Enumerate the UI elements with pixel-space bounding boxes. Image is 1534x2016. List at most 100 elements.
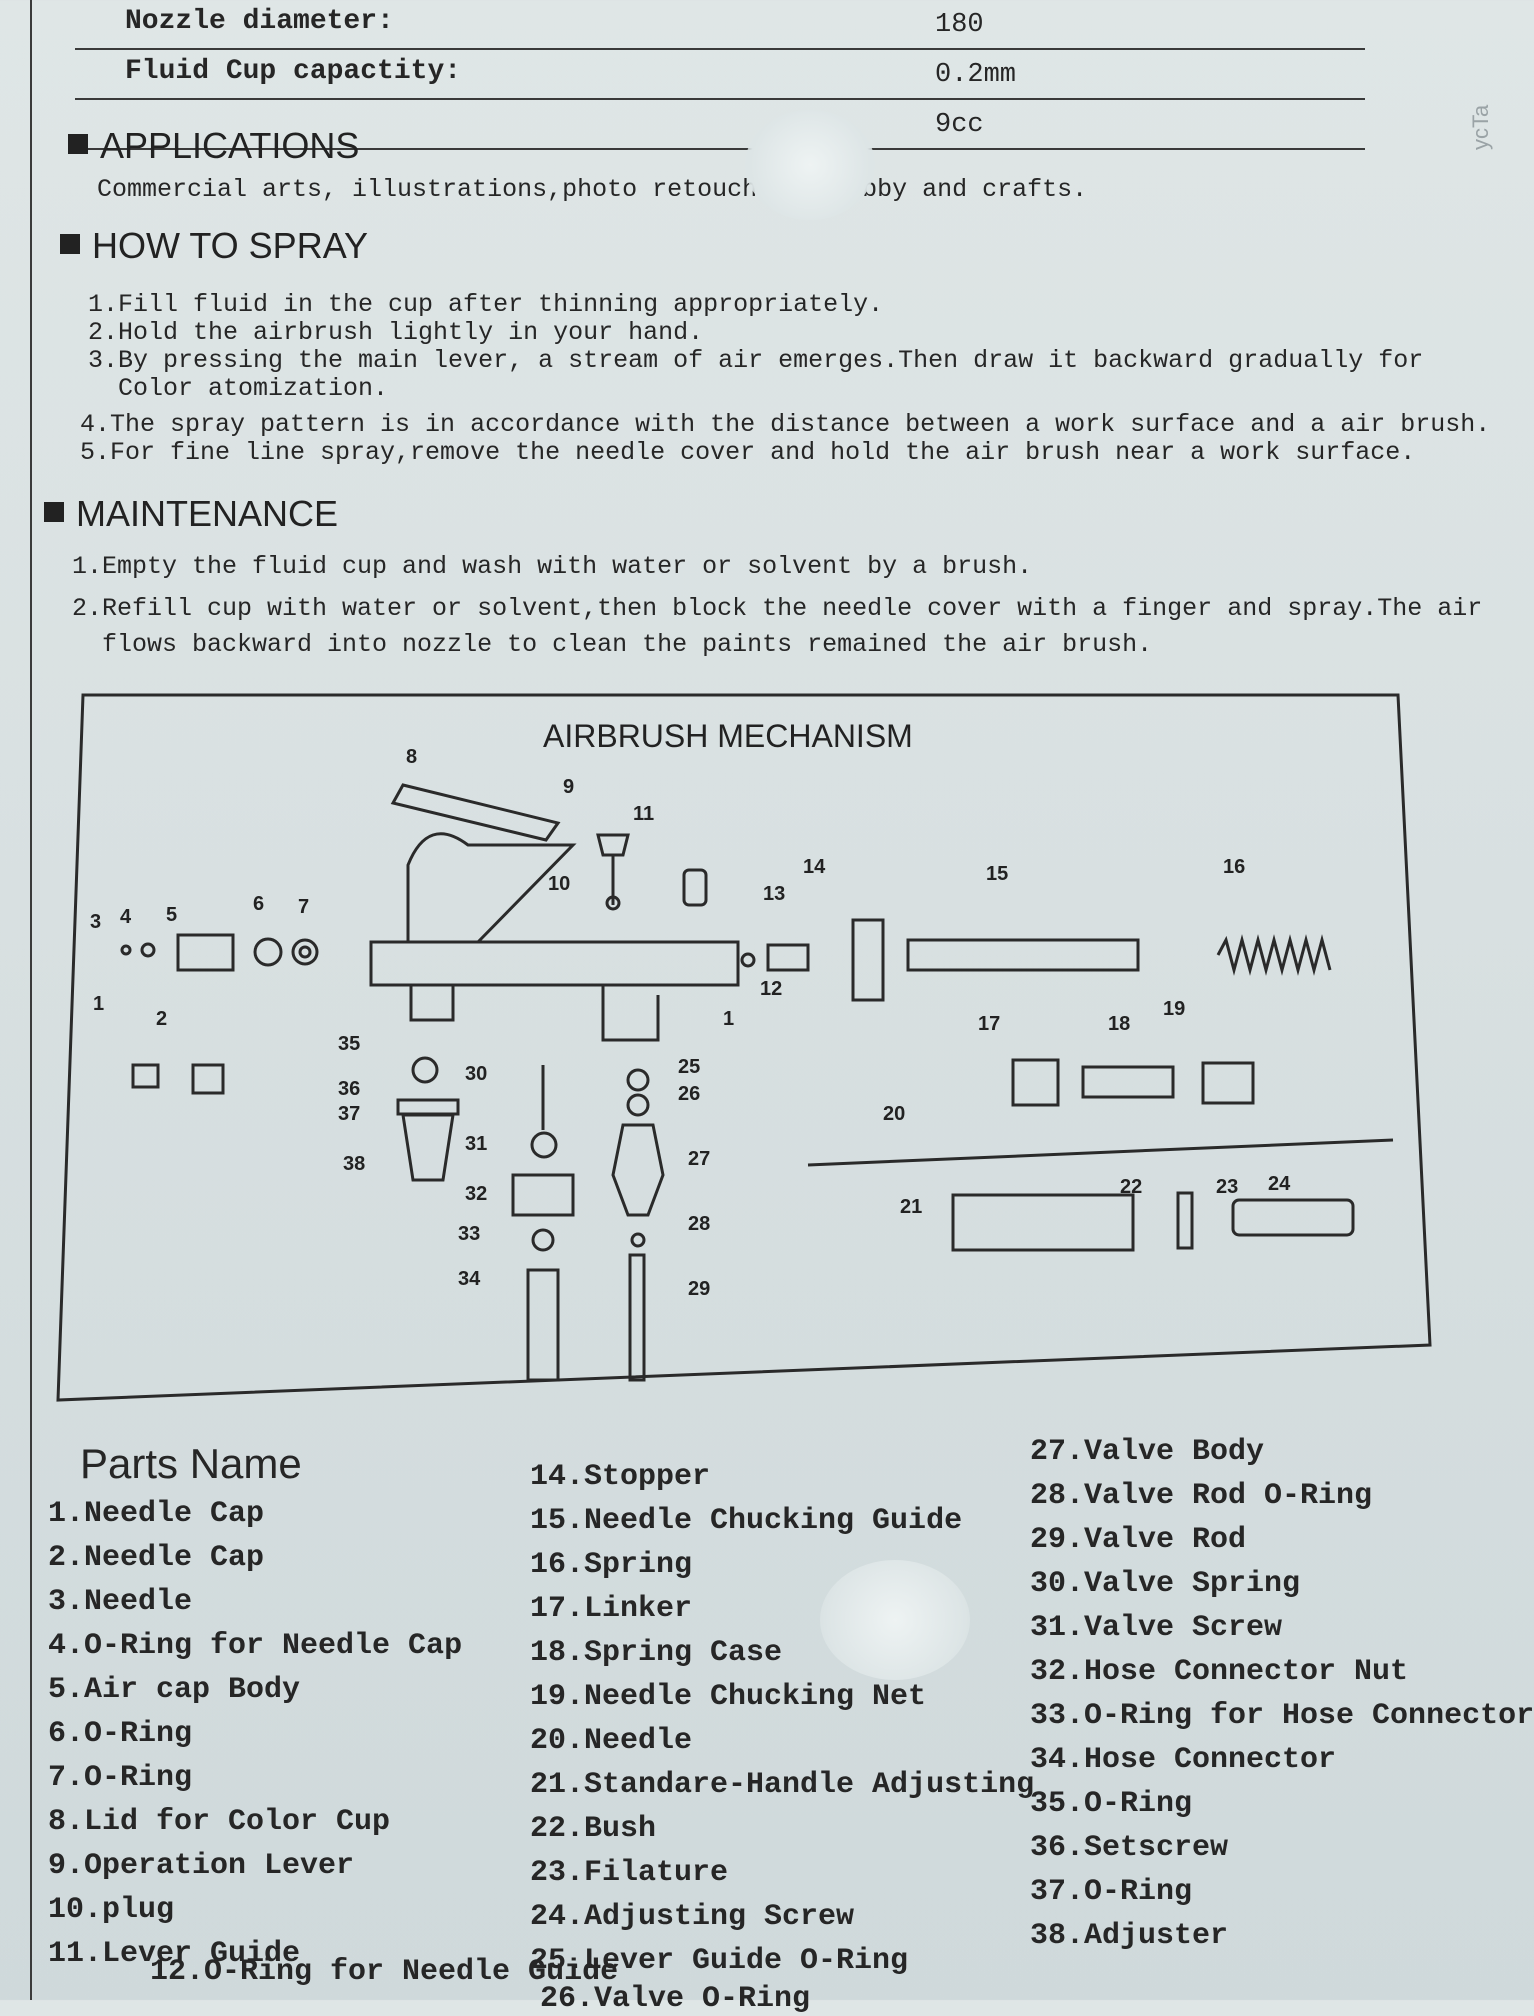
svg-text:31: 31 [465, 1133, 487, 1155]
svg-text:18: 18 [1108, 1013, 1130, 1035]
part-item: 34.Hose Connector [1030, 1743, 1337, 1777]
svg-text:8: 8 [406, 746, 417, 768]
parts-column-3: 27.Valve Body 28.Valve Rod O-Ring 29.Val… [1030, 1435, 1534, 1963]
svg-text:22: 22 [1120, 1176, 1142, 1198]
svg-text:35: 35 [338, 1033, 360, 1055]
how-to-spray-step-3: 3.By pressing the main lever, a stream o… [88, 346, 1424, 375]
part-item: 8.Lid for Color Cup [48, 1805, 391, 1839]
part-item: 6.O-Ring [48, 1717, 193, 1751]
diagram-callouts: 1 2 3 4 5 6 7 8 9 10 11 12 13 14 15 16 1… [90, 746, 1291, 1300]
part-item: 32.Hose Connector Nut [1030, 1655, 1409, 1689]
svg-text:13: 13 [763, 883, 785, 905]
paper-fold-mark [745, 110, 875, 220]
parts-title: Parts Name [80, 1440, 302, 1487]
svg-text:10: 10 [548, 873, 570, 895]
side-note: ycTa [1468, 104, 1493, 150]
spec-row-volume: 9cc [75, 100, 1365, 150]
part-item: 9.Operation Lever [48, 1849, 355, 1883]
maintenance-step-2: 2.Refill cup with water or solvent,then … [72, 594, 1483, 623]
part-item: 36.Setscrew [1030, 1831, 1229, 1865]
part-item: 23.Filature [530, 1856, 729, 1890]
svg-text:25: 25 [678, 1056, 700, 1078]
svg-text:1: 1 [93, 993, 104, 1015]
svg-text:12: 12 [760, 978, 782, 1000]
how-to-spray-step-5: 5.For fine line spray,remove the needle … [80, 438, 1416, 467]
svg-text:38: 38 [343, 1153, 365, 1175]
spec-value: 0.2mm [935, 60, 1017, 90]
part-item: 21.Standare-Handle Adjusting [530, 1768, 1035, 1802]
part-item: 5.Air cap Body [48, 1673, 301, 1707]
part-item-12-partial: 12.O-Ring for Needle Guide [150, 1955, 619, 1989]
part-item: 31.Valve Screw [1030, 1611, 1283, 1645]
spec-label: Nozzle diameter: [125, 6, 394, 37]
part-item: 37.O-Ring [1030, 1875, 1193, 1909]
svg-text:14: 14 [803, 856, 826, 878]
svg-text:37: 37 [338, 1103, 360, 1125]
spec-row-cup: Fluid Cup capactity: 0.2mm [75, 50, 1365, 100]
part-item: 3.Needle [48, 1585, 193, 1619]
how-to-spray-step-2: 2.Hold the airbrush lightly in your hand… [88, 318, 704, 347]
svg-text:29: 29 [688, 1278, 710, 1300]
bullet-square-icon [68, 134, 88, 154]
spec-label: Fluid Cup capactity: [125, 56, 462, 87]
part-item: 19.Needle Chucking Net [530, 1680, 927, 1714]
maintenance-step-1: 1.Empty the fluid cup and wash with wate… [72, 552, 1033, 581]
how-to-spray-step-4: 4.The spray pattern is in accordance wit… [80, 410, 1491, 439]
svg-text:32: 32 [465, 1183, 487, 1205]
applications-text: Commercial arts, illustrations,photo ret… [97, 175, 1088, 204]
part-item: 20.Needle [530, 1724, 693, 1758]
svg-text:21: 21 [900, 1196, 922, 1218]
diagram-title: AIRBRUSH MECHANISM [543, 718, 913, 754]
part-item: 29.Valve Rod [1030, 1523, 1247, 1557]
part-item: 1.Needle Cap [48, 1497, 265, 1531]
spec-value: 9cc [935, 110, 984, 140]
svg-text:28: 28 [688, 1213, 710, 1235]
part-item: 14.Stopper [530, 1460, 711, 1494]
svg-text:11: 11 [633, 803, 654, 825]
part-item: 28.Valve Rod O-Ring [1030, 1479, 1373, 1513]
part-item: 22.Bush [530, 1812, 657, 1846]
svg-text:7: 7 [298, 896, 309, 918]
how-to-spray-step-3-cont: Color atomization. [88, 374, 389, 403]
how-to-spray-heading: HOW TO SPRAY [60, 225, 368, 267]
svg-text:27: 27 [688, 1148, 710, 1170]
svg-text:4: 4 [120, 906, 132, 928]
svg-text:6: 6 [253, 893, 264, 915]
parts-column-2: 14.Stopper 15.Needle Chucking Guide 16.S… [530, 1460, 1034, 1988]
svg-text:2: 2 [156, 1008, 167, 1030]
svg-text:34: 34 [458, 1268, 481, 1290]
bullet-square-icon [44, 502, 64, 522]
svg-text:24: 24 [1268, 1173, 1291, 1195]
part-item: 38.Adjuster [1030, 1919, 1229, 1953]
svg-text:33: 33 [458, 1223, 480, 1245]
svg-text:19: 19 [1163, 998, 1185, 1020]
svg-text:9: 9 [563, 776, 574, 798]
svg-text:1: 1 [723, 1008, 734, 1030]
page-edge [30, 0, 32, 2000]
divider [75, 48, 1365, 50]
bullet-square-icon [60, 234, 80, 254]
how-to-spray-step-1: 1.Fill fluid in the cup after thinning a… [88, 290, 884, 319]
part-item: 33.O-Ring for Hose Connector [1030, 1699, 1534, 1733]
part-item: 10.plug [48, 1893, 175, 1927]
part-item: 2.Needle Cap [48, 1541, 265, 1575]
svg-text:16: 16 [1223, 856, 1245, 878]
svg-text:23: 23 [1216, 1176, 1238, 1198]
spec-row-nozzle: Nozzle diameter: 180 [75, 0, 1365, 50]
maintenance-heading: MAINTENANCE [44, 493, 338, 535]
paper-fold-mark [820, 1560, 970, 1680]
svg-text:20: 20 [883, 1103, 905, 1125]
parts-column-1: 1.Needle Cap 2.Needle Cap 3.Needle 4.O-R… [48, 1497, 462, 1981]
divider [75, 148, 1365, 150]
part-item: 25.Lever Guide O-Ring [530, 1944, 909, 1978]
part-item: 27.Valve Body [1030, 1435, 1265, 1469]
airbrush-parts-drawing [120, 783, 1394, 1382]
part-item: 4.O-Ring for Needle Cap [48, 1629, 463, 1663]
part-item-26-partial: 26.Valve O-Ring [540, 1982, 811, 2016]
airbrush-mechanism-diagram: AIRBRUSH MECHANISM [56, 693, 1432, 1402]
part-item: 24.Adjusting Screw [530, 1900, 855, 1934]
svg-text:36: 36 [338, 1078, 360, 1100]
applications-heading: APPLICATIONS [68, 125, 359, 167]
svg-text:17: 17 [978, 1013, 1000, 1035]
part-item: 17.Linker [530, 1592, 693, 1626]
